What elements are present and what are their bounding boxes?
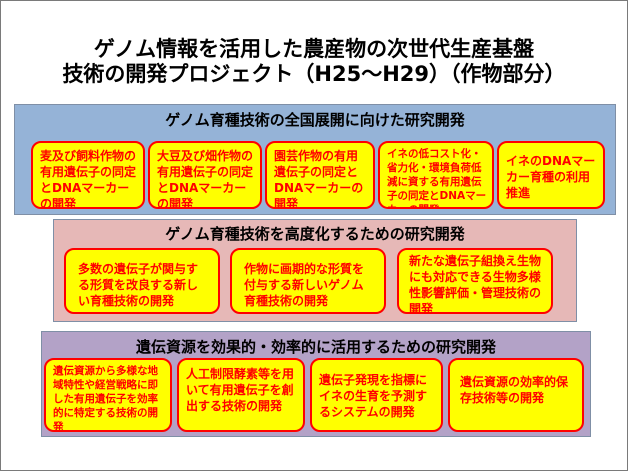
research-box: 作物に画期的な形質を付与する新しいゲノム育種技術の開発: [230, 248, 386, 314]
section-title: ゲノム育種技術を高度化するための研究開発: [165, 225, 465, 243]
section-title: 遺伝資源を効果的・効率的に活用するための研究開発: [135, 338, 496, 356]
research-box: 園芸作物の有用遺伝子の同定とDNAマーカーの開発: [265, 141, 375, 209]
research-box: 新たな遺伝子組換え生物にも対応できる生物多様性影響評価・管理技術の開発: [397, 248, 553, 314]
research-box-text: 新たな遺伝子組換え生物にも対応できる生物多様性影響評価・管理技術の開発: [409, 254, 542, 314]
research-box-text: イネのDNAマーカー育種の利用推進: [506, 154, 596, 200]
page-title: ゲノム情報を活用した農産物の次世代生産基盤 技術の開発プロジェクト（H25〜H2…: [1, 37, 627, 87]
research-box: 多数の遺伝子が関与する形質を改良する新しい育種技術の開発: [64, 248, 220, 314]
research-box-text: 麦及び飼料作物の有用遺伝子の同定とDNAマーカーの開発: [40, 149, 137, 209]
research-box: 遺伝資源の効率的保存技術等の開発: [448, 358, 584, 432]
research-box-text: 園芸作物の有用遺伝子の同定とDNAマーカーの開発: [274, 149, 364, 209]
section-genetic-resources: 遺伝資源を効果的・効率的に活用するための研究開発 遺伝資源から多様な地域特性や経…: [41, 331, 591, 437]
section-advanced-breeding: ゲノム育種技術を高度化するための研究開発 多数の遺伝子が関与する形質を改良する新…: [53, 219, 577, 322]
research-box-text: 人工制限酵素等を用いて有用遺伝子を創出する技術の開発: [186, 367, 295, 413]
research-box: 人工制限酵素等を用いて有用遺伝子を創出する技術の開発: [177, 358, 305, 432]
title-line-2: 技術の開発プロジェクト（H25〜H29）（作物部分）: [62, 62, 566, 86]
research-box-text: 多数の遺伝子が関与する形質を改良する新しい育種技術の開発: [78, 262, 199, 308]
title-line-1: ゲノム情報を活用した農産物の次世代生産基盤: [93, 37, 535, 61]
research-box: 遺伝資源から多様な地域特性や経営戦略に即した有用遺伝子を効率的に特定する技術の開…: [44, 358, 172, 432]
research-box: 麦及び飼料作物の有用遺伝子の同定とDNAマーカーの開発: [31, 141, 145, 209]
research-box-text: 大豆及び畑作物の有用遺伝子の同定とDNAマーカーの開発: [157, 149, 254, 209]
research-box-text: イネの低コスト化・省力化・環境負荷低減に資する有用遺伝子の同定とDNAマーカーの…: [387, 148, 487, 207]
research-box: 遺伝子発現を指標にイネの生育を予測するシステムの開発: [310, 358, 443, 432]
research-box: 大豆及び畑作物の有用遺伝子の同定とDNAマーカーの開発: [148, 141, 262, 209]
research-box-text: 遺伝資源から多様な地域特性や経営戦略に即した有用遺伝子を効率的に特定する技術の開…: [53, 365, 158, 432]
research-box-text: 作物に画期的な形質を付与する新しいゲノム育種技術の開発: [244, 262, 365, 308]
section-title: ゲノム育種技術の全国展開に向けた研究開発: [165, 111, 465, 129]
research-box: イネの低コスト化・省力化・環境負荷低減に資する有用遺伝子の同定とDNAマーカーの…: [378, 141, 494, 209]
research-box-text: 遺伝子発現を指標にイネの生育を予測するシステムの開発: [319, 373, 428, 419]
research-box-text: 遺伝資源の効率的保存技術等の開発: [460, 375, 569, 405]
research-box: イネのDNAマーカー育種の利用推進: [497, 141, 605, 209]
section-nationwide-deployment: ゲノム育種技術の全国展開に向けた研究開発 麦及び飼料作物の有用遺伝子の同定とDN…: [14, 104, 616, 215]
